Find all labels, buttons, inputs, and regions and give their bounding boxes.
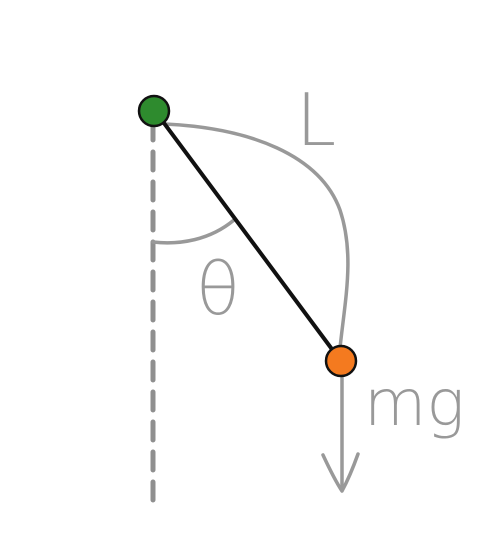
pendulum-rod (153, 109, 342, 362)
down-arrow-icon (321, 376, 360, 493)
angle-arc (151, 218, 236, 245)
mg-label: mg (364, 367, 465, 441)
force-arrow-head (321, 452, 360, 493)
green-circle-icon (137, 94, 171, 128)
orange-circle-icon (324, 344, 358, 378)
length-label: L (296, 78, 336, 162)
angle-label: θ (196, 247, 240, 331)
trajectory-arc (163, 122, 350, 350)
